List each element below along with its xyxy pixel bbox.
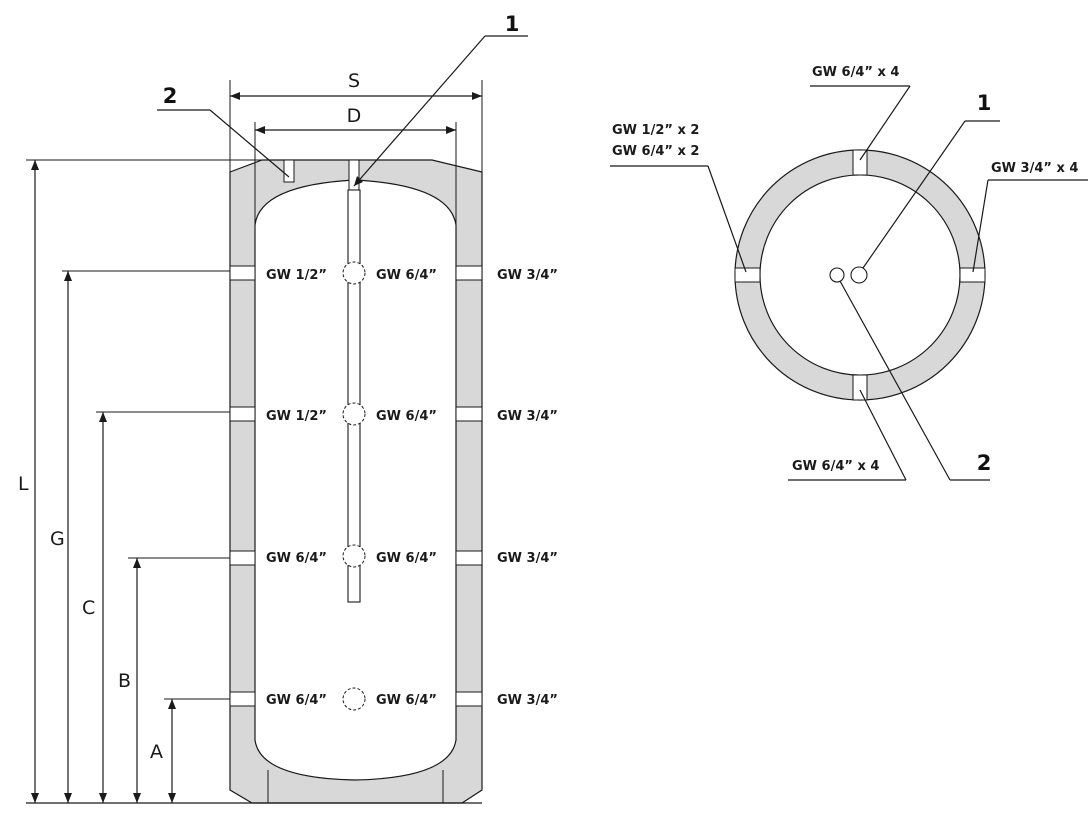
center-circle-1 xyxy=(850,266,868,284)
right-socket xyxy=(455,691,483,707)
left-socket xyxy=(229,265,256,281)
dimension-d-label: D xyxy=(347,105,362,127)
row-3-left-label: GW 6/4” xyxy=(266,551,327,566)
socket-row-3 xyxy=(229,544,483,568)
top-view-left-label-2: GW 6/4” x 2 xyxy=(612,144,699,159)
dimension-l: L xyxy=(18,159,262,803)
dimension-c: C xyxy=(82,411,230,803)
dimension-g-label: G xyxy=(50,528,65,550)
top-callout-2-label: 2 xyxy=(977,451,992,475)
center-socket-circle xyxy=(342,544,366,568)
left-label-leader xyxy=(707,165,747,273)
socket-row-1 xyxy=(229,261,483,285)
bottom-label-leader xyxy=(859,389,907,481)
row-1-left-label: GW 1/2” xyxy=(266,268,327,283)
center-socket-circle xyxy=(342,261,366,285)
socket-row-2 xyxy=(229,402,483,426)
right-label-leader xyxy=(972,179,989,273)
row-2-left-label: GW 1/2” xyxy=(266,409,327,424)
row-4-right-label: GW 3/4” xyxy=(497,693,558,708)
dimension-b: B xyxy=(118,557,230,803)
top-view: GW 6/4” x 4 GW 1/2” x 2 GW 6/4” x 2 GW 3… xyxy=(610,65,1088,481)
dimension-a-label: A xyxy=(150,741,163,763)
dimension-d: D xyxy=(254,105,457,225)
ring-socket-left xyxy=(734,267,761,283)
dimension-a: A xyxy=(150,698,230,803)
row-1-center-label: GW 6/4” xyxy=(376,268,437,283)
dimension-c-label: C xyxy=(82,597,95,619)
top-view-bottom-label: GW 6/4” x 4 xyxy=(792,459,879,474)
dimension-s: S xyxy=(229,70,483,172)
row-4-left-label: GW 6/4” xyxy=(266,693,327,708)
left-socket xyxy=(229,691,256,707)
ring-socket-top xyxy=(852,149,868,176)
top-view-right-label: GW 3/4” x 4 xyxy=(991,161,1078,176)
row-2-center-label: GW 6/4” xyxy=(376,409,437,424)
right-socket xyxy=(455,406,483,422)
row-2-right-label: GW 3/4” xyxy=(497,409,558,424)
row-1-right-label: GW 3/4” xyxy=(497,268,558,283)
top-socket-2 xyxy=(283,159,295,183)
top-view-top-label: GW 6/4” x 4 xyxy=(812,65,899,80)
side-callout-1-label: 1 xyxy=(505,12,520,36)
row-3-right-label: GW 3/4” xyxy=(497,551,558,566)
immersion-tube xyxy=(347,189,361,603)
top-callout-2-leader xyxy=(839,280,951,481)
right-socket xyxy=(455,550,483,566)
top-label-leader xyxy=(859,85,911,161)
dimension-g: G xyxy=(50,270,230,803)
socket-row-4 xyxy=(229,687,483,711)
right-socket xyxy=(455,265,483,281)
row-3-center-label: GW 6/4” xyxy=(376,551,437,566)
dimension-s-label: S xyxy=(348,70,360,92)
center-circle-2 xyxy=(829,267,845,283)
left-socket xyxy=(229,406,256,422)
side-view: GW 1/2” GW 6/4” GW 3/4” GW 1/2” GW 6/4” … xyxy=(18,12,558,804)
center-socket-circle xyxy=(342,687,366,711)
center-socket-circle xyxy=(342,402,366,426)
ring-socket-right xyxy=(959,267,986,283)
side-callout-2-label: 2 xyxy=(163,84,178,108)
top-callout-1-leader xyxy=(862,120,966,269)
dimension-l-label: L xyxy=(18,473,29,495)
dimension-b-label: B xyxy=(118,670,131,692)
top-callout-1-label: 1 xyxy=(977,91,992,115)
side-callout-2: 2 xyxy=(157,84,290,178)
ring-socket-bottom xyxy=(852,374,868,401)
top-view-left-label-1: GW 1/2” x 2 xyxy=(612,123,699,138)
row-4-center-label: GW 6/4” xyxy=(376,693,437,708)
side-callout-1: 1 xyxy=(353,12,528,187)
left-socket xyxy=(229,550,256,566)
